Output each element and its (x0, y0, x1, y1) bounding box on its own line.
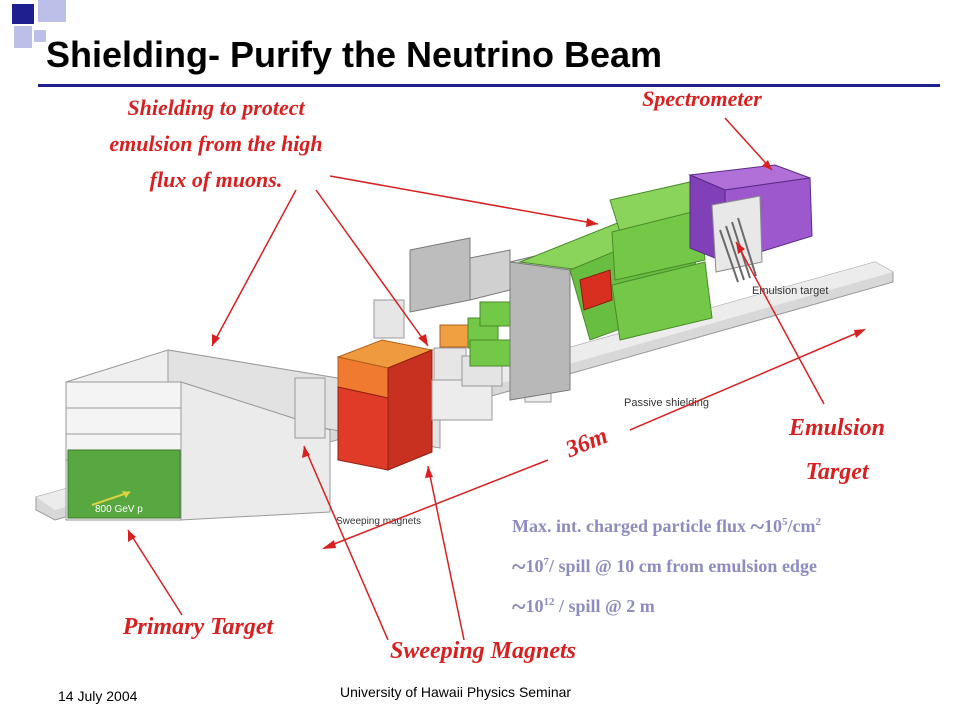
footer-date: 14 July 2004 (58, 688, 138, 704)
passive-shield (611, 261, 713, 341)
sweeping-magnets-label: Sweeping Magnets (389, 638, 577, 664)
corner-square-navy (12, 4, 34, 24)
shielding-label-line: flux of muons. (149, 167, 283, 192)
passive-shield (579, 269, 613, 311)
pointer-arrows (127, 117, 825, 641)
emulsion-target-label-line: Target (805, 459, 869, 485)
shield-block (433, 347, 467, 381)
emulsion-target-label-line: Emulsion (788, 415, 886, 441)
emulsion-target-caption: Emulsion target (752, 285, 828, 297)
shielding-label-line: Shielding to protect (127, 95, 305, 120)
flux-note-line-2: ~107/ spill @ 10 cm from emulsion edge (512, 552, 817, 581)
sweeping-magnets-caption: Sweeping magnets (336, 516, 421, 527)
corner-square-lavender (14, 26, 32, 48)
footer-venue: University of Hawaii Physics Seminar (340, 684, 572, 700)
beam-label: 800 GeV p (95, 504, 143, 515)
green-magnet (439, 324, 469, 348)
pointer-arrowheads (128, 160, 772, 542)
primary-target-block (67, 449, 181, 519)
spectrometer-label: Spectrometer (642, 86, 762, 111)
emulsion-target-label: Emulsion Target (762, 406, 912, 494)
pillar (294, 377, 326, 439)
dimension-arrowhead-left (322, 540, 336, 549)
title-underline (38, 84, 940, 87)
flux-note-line-3: ~1012 / spill @ 2 m (512, 592, 655, 621)
sweeping-magnet-red (337, 386, 389, 471)
gray-wall (469, 249, 511, 301)
corner-square-lavender (38, 0, 66, 22)
dimension-arrowhead-right (854, 329, 866, 338)
gray-wall (409, 237, 471, 313)
gray-wall (509, 249, 571, 401)
shield-block (431, 379, 493, 421)
passive-shield (611, 209, 706, 281)
distance-dimension-line (323, 329, 865, 549)
primary-target-label: Primary Target (122, 614, 274, 640)
sweeping-magnet-red-side (387, 349, 433, 471)
flux-note-line-1: Max. int. charged particle flux ~105/cm2 (512, 512, 821, 541)
shielding-label-line: emulsion from the high (109, 131, 323, 156)
shielding-label: Shielding to protect emulsion from the h… (48, 90, 384, 198)
slide-title: Shielding- Purify the Neutrino Beam (46, 34, 663, 75)
corner-square-lavender (34, 30, 46, 42)
passive-shielding-caption: Passive shielding (624, 397, 709, 409)
primary-shield-long (180, 381, 331, 521)
